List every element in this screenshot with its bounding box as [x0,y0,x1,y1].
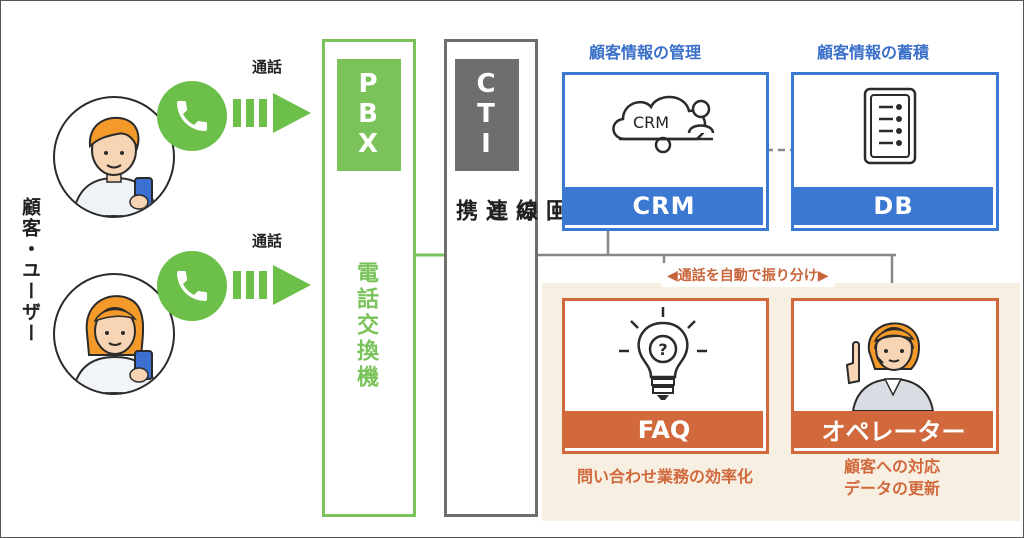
arrow-right-icon-top [233,93,311,133]
arrow-right-icon-bottom [233,265,311,305]
customer-label: 顧客・ユーザー [19,197,41,344]
database-icon [863,87,917,165]
faq-label: FAQ [565,411,763,448]
crm-cloud-icon [612,95,715,154]
operator-icon [845,322,935,411]
cti-header: CTI [455,59,519,171]
crm-heading: 顧客情報の管理 [589,43,702,62]
operator-caption-line2: データの更新 [843,479,940,498]
crm-label: CRM [565,187,763,225]
phone-icon-bottom [157,251,227,321]
phone-icon-top [157,81,227,151]
operator-caption-line1: 顧客への対応 [843,457,940,476]
customer-avatar-man [53,96,175,218]
lightbulb-question-icon: ? [619,307,707,400]
db-heading: 顧客情報の蓄積 [817,43,930,62]
operator-label: オペレーター [794,411,993,448]
pbx-title: PBX [353,69,383,159]
call-label-bottom: 通話 [252,232,283,250]
faq-caption: 問い合わせ業務の効率化 [576,467,753,486]
cti-title: CTI [471,69,501,159]
customer-avatar-woman [53,273,175,395]
operator-caption: 顧客への対応 データの更新 [791,456,993,500]
routing-label: ◀通話を自動で振り分け▶ [661,263,835,287]
pbx-header: PBX [337,59,401,171]
crm-icon-text: CRM [633,113,670,132]
pbx-description: 電話交換機 [353,261,378,391]
db-label: DB [794,187,993,225]
call-label-top: 通話 [252,58,283,76]
svg-text:?: ? [658,340,667,359]
